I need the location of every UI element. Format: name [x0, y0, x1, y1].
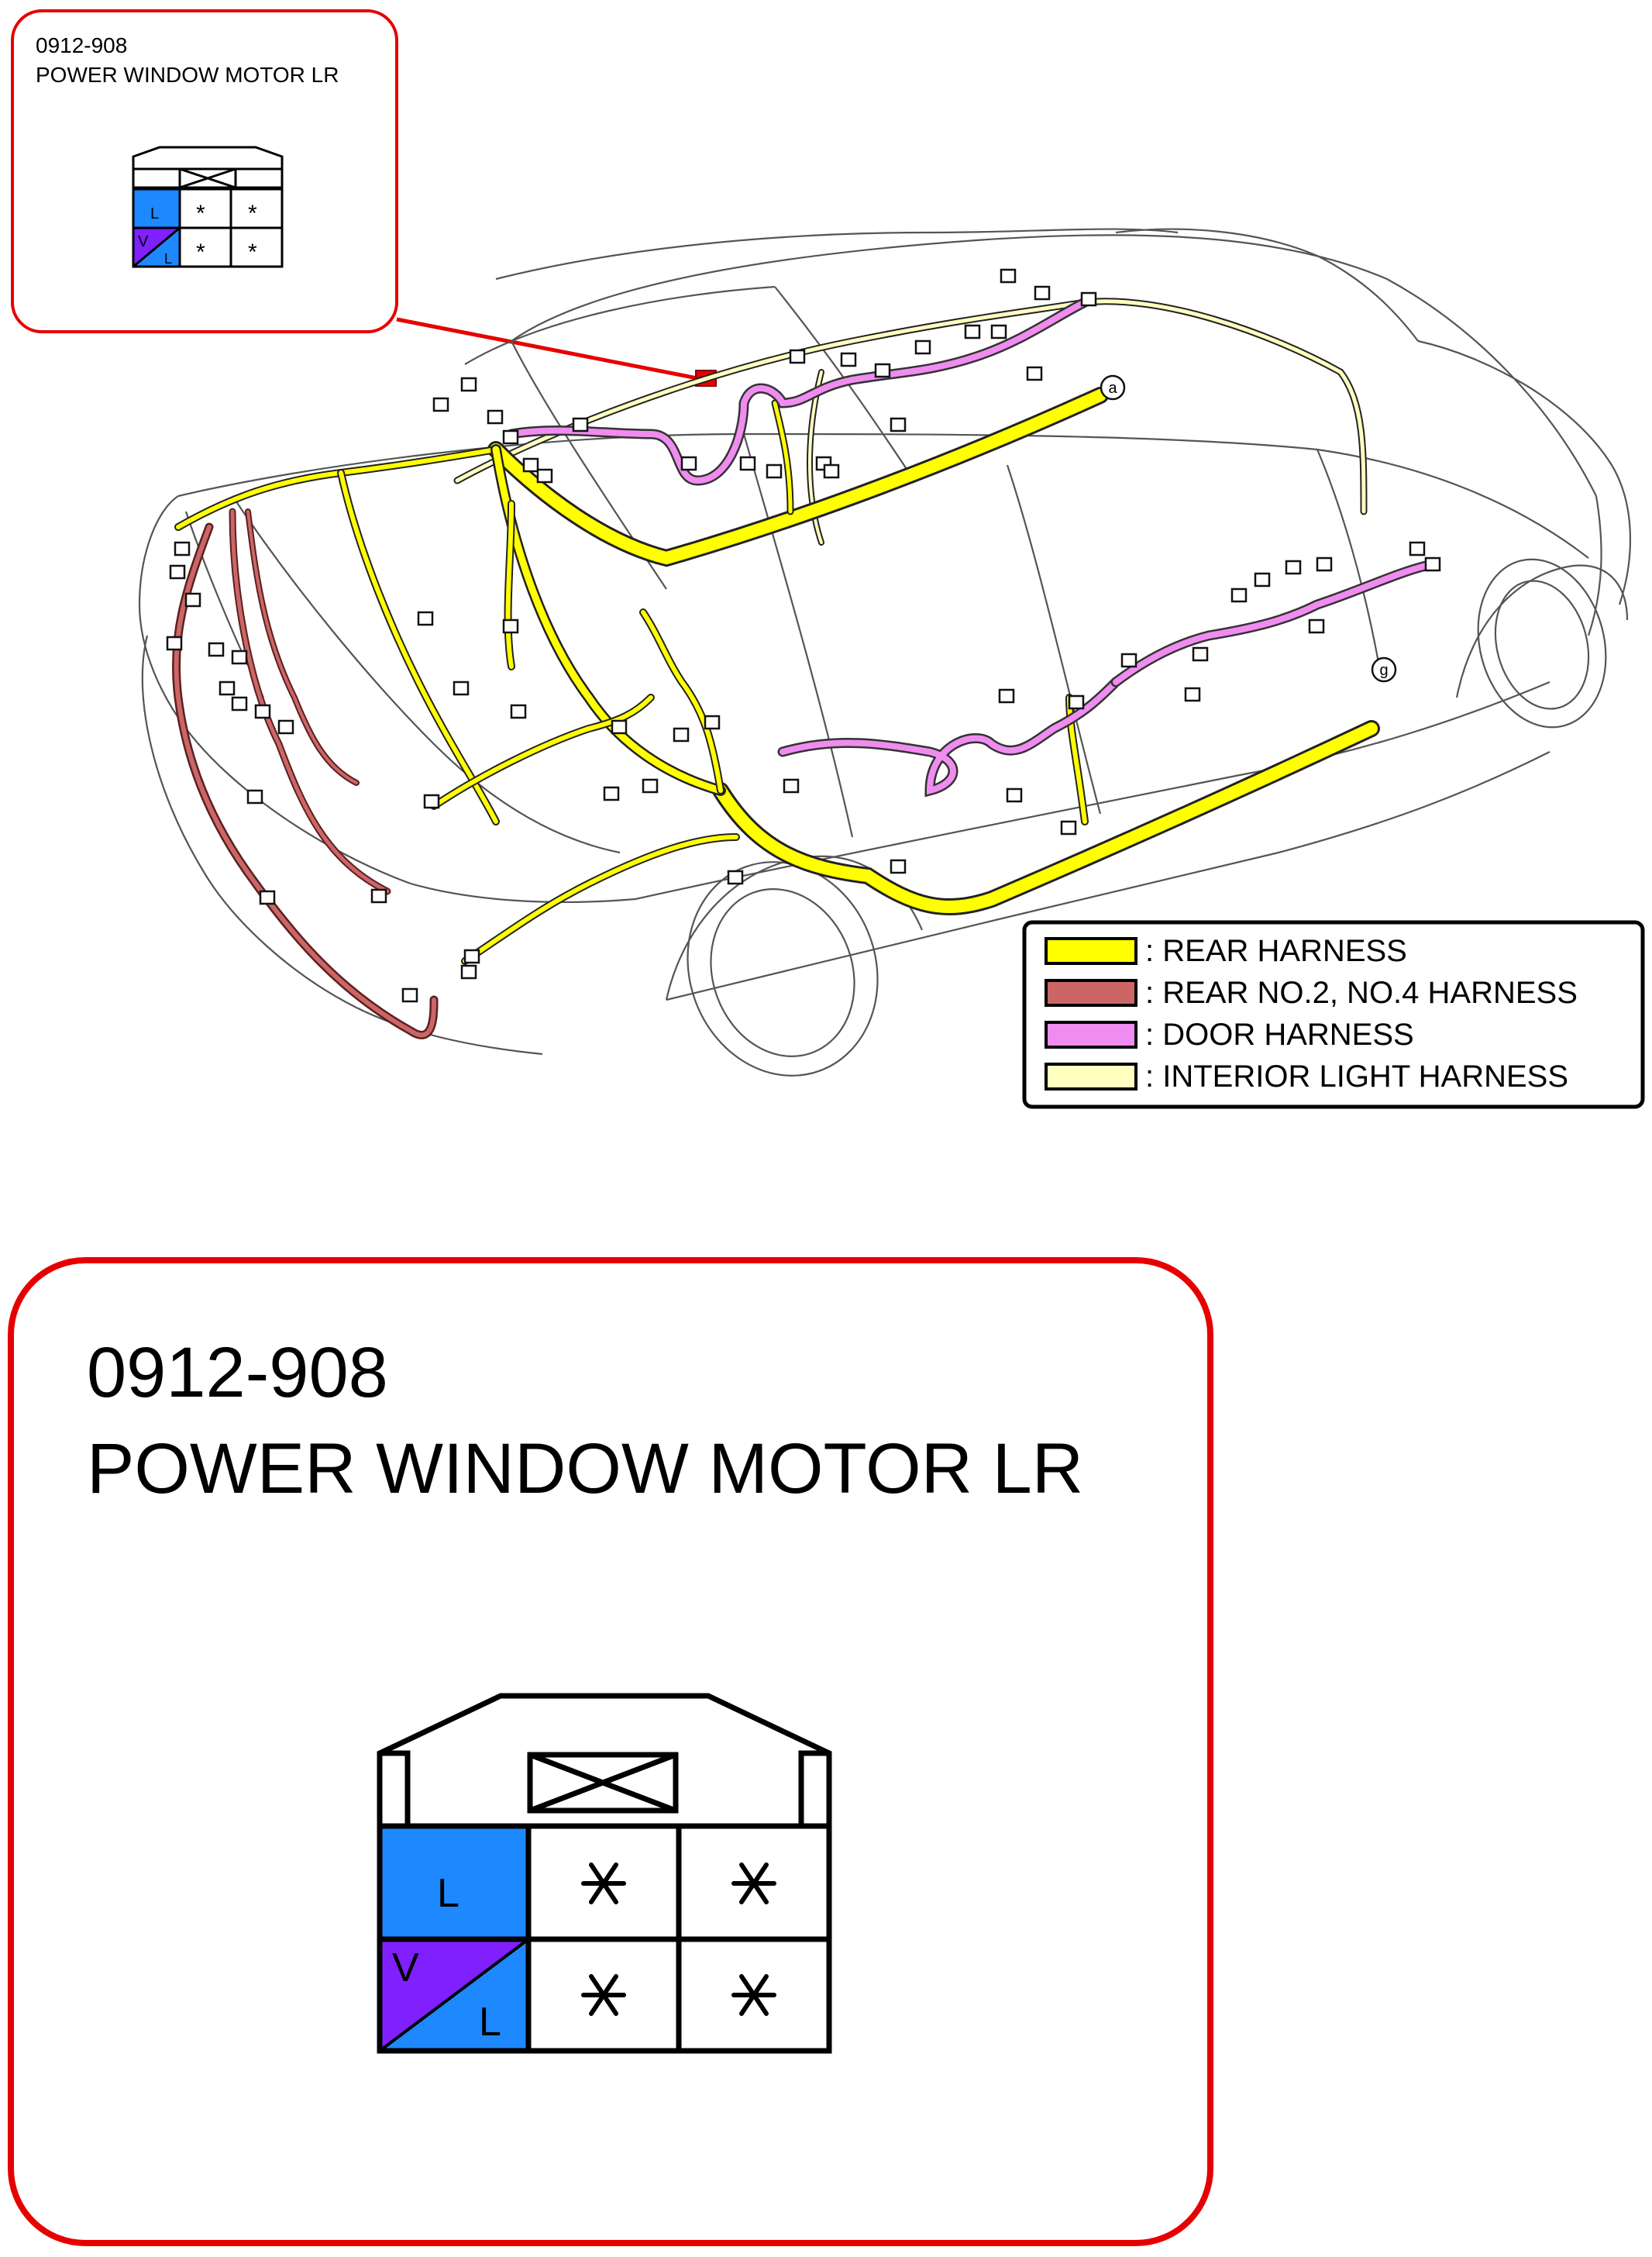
legend-item: : REAR HARNESS [1045, 934, 1407, 968]
unused-pin-mark [731, 1974, 776, 2016]
small-callout-code: 0912-908 [36, 33, 127, 57]
legend-swatch [1045, 1063, 1137, 1091]
legend-frame [1022, 920, 1645, 1109]
small-unused-mark: * [196, 239, 205, 265]
unused-pin-mark [731, 1862, 776, 1904]
legend: : REAR HARNESS : REAR NO.2, NO.4 HARNESS… [1022, 920, 1645, 1109]
legend-label: : DOOR HARNESS [1145, 1018, 1414, 1052]
rear-harness [174, 387, 1380, 965]
small-pin-2-bottom-label: L [164, 251, 172, 267]
legend-swatch [1045, 979, 1137, 1007]
legend-swatch [1045, 1021, 1137, 1049]
small-unused-mark: * [196, 201, 205, 226]
pin-2-bottom-label: L [479, 2000, 501, 2045]
legend-swatch [1045, 937, 1137, 965]
pin-1-label: L [437, 1871, 459, 1916]
unused-pin-marks [581, 1862, 776, 2016]
legend-label: : INTERIOR LIGHT HARNESS [1145, 1060, 1568, 1094]
unused-pin-mark [581, 1974, 626, 2016]
legend-item: : INTERIOR LIGHT HARNESS [1045, 1060, 1568, 1094]
small-callout: 0912-908 POWER WINDOW MOTOR LR L V L * *… [11, 9, 398, 333]
interior-light-harness [453, 298, 1368, 546]
legend-item: : REAR NO.2, NO.4 HARNESS [1045, 976, 1578, 1010]
large-connector [377, 1693, 832, 2054]
small-pin-2-top-label: V [138, 233, 149, 250]
small-callout-title: POWER WINDOW MOTOR LR [36, 63, 339, 87]
legend-item: : DOOR HARNESS [1045, 1018, 1414, 1052]
connectors [166, 268, 1441, 1003]
pin-2-top-label: V [392, 1945, 419, 1990]
connector-housing [377, 1693, 832, 1826]
small-unused-mark: * [248, 201, 257, 226]
unused-pin-mark [581, 1862, 626, 1904]
route-marker-a: a [1100, 374, 1126, 401]
large-callout-frame [8, 1257, 1213, 2246]
small-unused-mark: * [248, 239, 257, 265]
route-marker-g: g [1371, 656, 1397, 683]
small-pin-1-label: L [150, 205, 159, 222]
large-callout-title: POWER WINDOW MOTOR LR [87, 1429, 1083, 1508]
callout-leader-line [396, 317, 706, 382]
large-callout-code: 0912-908 [87, 1333, 388, 1412]
legend-label: : REAR NO.2, NO.4 HARNESS [1145, 976, 1578, 1010]
small-connector [132, 146, 284, 268]
svg-text:g: g [1379, 662, 1388, 679]
legend-label: : REAR HARNESS [1145, 934, 1407, 968]
svg-text:a: a [1108, 380, 1117, 397]
door-harness [506, 297, 1431, 798]
large-callout: 0912-908 POWER WINDOW MOTOR LR L V L [8, 1257, 1213, 2246]
